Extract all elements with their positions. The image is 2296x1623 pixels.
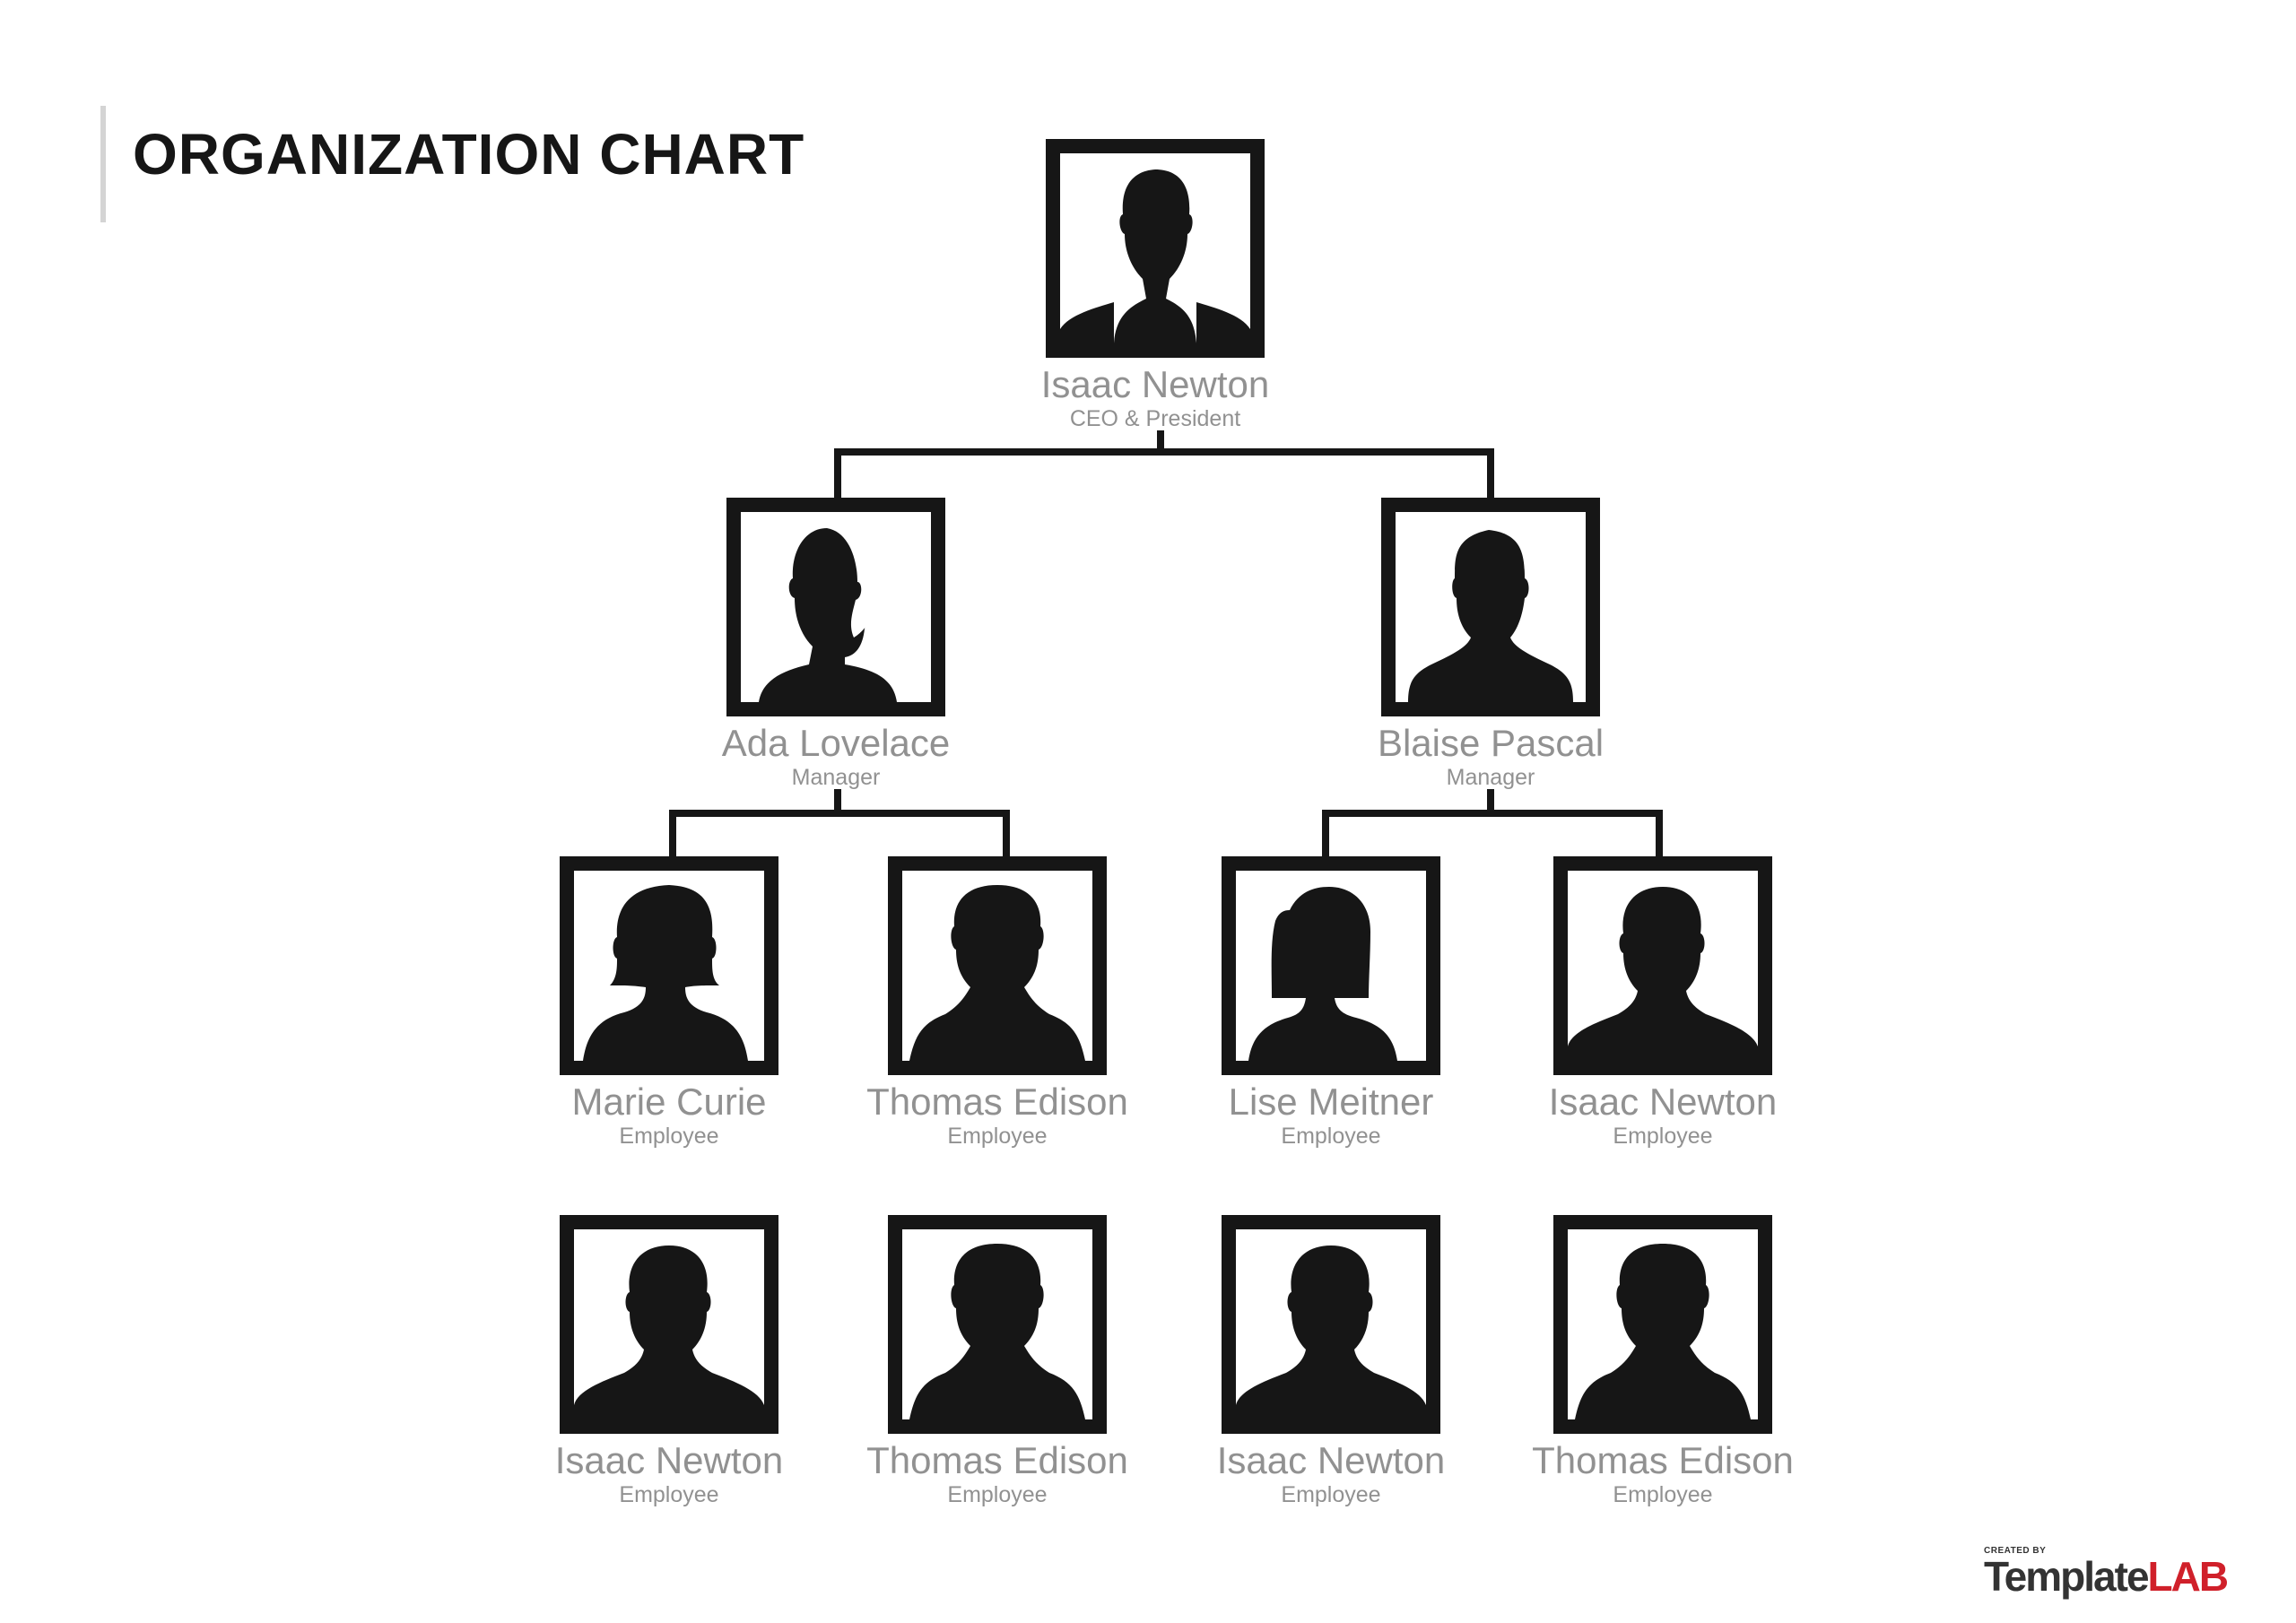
connector-ada-right-drop — [1003, 810, 1010, 858]
node-label: Isaac Newton Employee — [470, 1439, 868, 1507]
node-label: Blaise Pascal Manager — [1292, 722, 1690, 790]
connector-blaise-right-drop — [1656, 810, 1663, 858]
connector-blaise-bar — [1322, 810, 1663, 817]
connector-blaise-stem — [1487, 789, 1494, 816]
male-silhouette-icon — [574, 1245, 764, 1419]
photo-frame — [726, 498, 945, 716]
connector-ceo-left-drop — [834, 448, 841, 499]
connector-ada-stem — [834, 789, 841, 816]
brand-part-lab: LAB — [2147, 1553, 2230, 1600]
person-role: Manager — [791, 765, 881, 790]
connector-ada-left-drop — [669, 810, 676, 858]
photo-frame — [1222, 856, 1440, 1075]
connector-blaise-left-drop — [1322, 810, 1329, 858]
node-label: Isaac Newton Employee — [1464, 1081, 1862, 1149]
person-name: Isaac Newton — [1040, 363, 1270, 405]
female-silhouette-icon — [1248, 887, 1397, 1061]
photo-frame — [560, 1215, 778, 1434]
photo-frame — [560, 856, 778, 1075]
person-name: Blaise Pascal — [1377, 722, 1605, 764]
male-silhouette-icon — [1408, 530, 1573, 702]
node-label: Ada Lovelace Manager — [637, 722, 1035, 790]
created-by-text: CREATED BY — [1984, 1546, 2047, 1556]
female-silhouette-icon — [759, 528, 897, 702]
node-label: Isaac Newton CEO & President — [956, 363, 1354, 431]
photo-frame — [888, 856, 1107, 1075]
person-role: Manager — [1446, 765, 1535, 790]
photo-frame — [1046, 139, 1265, 358]
title-accent-bar — [100, 106, 106, 222]
templatelab-logo: CREATED BY TemplateLAB — [1984, 1546, 2230, 1600]
person-role: Employee — [947, 1482, 1048, 1507]
person-role: Employee — [1281, 1482, 1381, 1507]
connector-ada-bar — [669, 810, 1010, 817]
person-role: Employee — [1613, 1124, 1713, 1149]
photo-frame — [888, 1215, 1107, 1434]
person-role: Employee — [947, 1124, 1048, 1149]
male-silhouette-icon — [1568, 887, 1758, 1061]
person-role: Employee — [619, 1124, 719, 1149]
photo-frame — [1381, 498, 1600, 716]
node-label: Thomas Edison Employee — [798, 1081, 1196, 1149]
brand-wordmark: TemplateLAB — [1984, 1553, 2230, 1600]
person-name: Thomas Edison — [866, 1081, 1128, 1123]
person-role: Employee — [1613, 1482, 1713, 1507]
male-silhouette-icon — [909, 885, 1085, 1061]
person-name: Marie Curie — [571, 1081, 767, 1123]
node-label: Marie Curie Employee — [470, 1081, 868, 1149]
connector-ceo-bar — [834, 448, 1494, 456]
person-role: Employee — [619, 1482, 719, 1507]
male-silhouette-icon — [1575, 1244, 1751, 1419]
person-name: Thomas Edison — [1532, 1439, 1794, 1481]
male-silhouette-icon — [1060, 169, 1250, 343]
person-name: Isaac Newton — [1548, 1081, 1778, 1123]
person-name: Ada Lovelace — [721, 722, 951, 764]
person-name: Isaac Newton — [554, 1439, 784, 1481]
node-label: Lise Meitner Employee — [1132, 1081, 1530, 1149]
person-name: Isaac Newton — [1216, 1439, 1446, 1481]
person-role: CEO & President — [1069, 406, 1241, 431]
person-role: Employee — [1281, 1124, 1381, 1149]
page-title: ORGANIZATION CHART — [133, 122, 805, 187]
node-label: Thomas Edison Employee — [1464, 1439, 1862, 1507]
male-silhouette-icon — [909, 1244, 1085, 1419]
connector-ceo-right-drop — [1487, 448, 1494, 499]
node-label: Isaac Newton Employee — [1132, 1439, 1530, 1507]
person-name: Lise Meitner — [1228, 1081, 1434, 1123]
female-silhouette-icon — [583, 885, 748, 1061]
photo-frame — [1553, 1215, 1772, 1434]
brand-part-template: Template — [1984, 1553, 2150, 1600]
photo-frame — [1222, 1215, 1440, 1434]
node-label: Thomas Edison Employee — [798, 1439, 1196, 1507]
photo-frame — [1553, 856, 1772, 1075]
connector-ceo-stem — [1157, 430, 1164, 454]
male-silhouette-icon — [1236, 1245, 1426, 1419]
person-name: Thomas Edison — [866, 1439, 1128, 1481]
